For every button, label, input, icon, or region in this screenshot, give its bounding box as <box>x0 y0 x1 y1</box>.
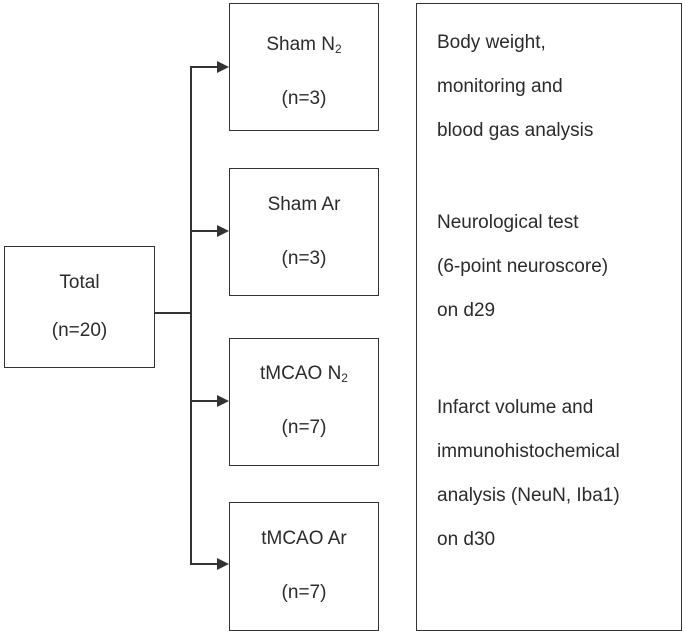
info-line: on d29 <box>437 300 496 321</box>
info-line: Body weight, <box>437 32 546 53</box>
arrow-shaft-sham-n2 <box>190 66 218 68</box>
total-box: Total (n=20) <box>4 246 155 368</box>
total-count: (n=20) <box>51 320 108 341</box>
arrow-shaft-tmcao-n2 <box>190 400 218 402</box>
arrow-head-tmcao-n2 <box>217 395 229 407</box>
group-name: Sham N2 <box>266 34 342 56</box>
group-count: (n=7) <box>281 582 327 603</box>
arrow-head-sham-ar <box>217 225 229 237</box>
info-line: Infarct volume and <box>437 397 594 418</box>
group-box-sham-ar: Sham Ar (n=3) <box>229 168 379 296</box>
arrow-shaft-sham-ar <box>190 230 218 232</box>
group-name: Sham Ar <box>267 194 341 215</box>
connector-vertical-spine <box>190 66 192 564</box>
info-line: monitoring and <box>437 76 563 97</box>
arrow-shaft-tmcao-ar <box>190 563 218 565</box>
outcome-measures-box: Body weight, monitoring and blood gas an… <box>416 3 682 631</box>
total-title: Total <box>59 272 100 293</box>
info-line: analysis (NeuN, Iba1) <box>437 485 620 506</box>
info-line: on d30 <box>437 529 496 550</box>
connector-horizontal-trunk <box>155 312 191 314</box>
info-line: (6-point neuroscore) <box>437 256 609 277</box>
arrow-head-tmcao-ar <box>217 558 229 570</box>
group-box-sham-n2: Sham N2 (n=3) <box>229 3 379 131</box>
group-name: tMCAO N2 <box>260 363 348 385</box>
group-box-tmcao-ar: tMCAO Ar (n=7) <box>229 502 379 631</box>
info-line: Neurological test <box>437 212 579 233</box>
group-name: tMCAO Ar <box>261 528 347 549</box>
group-box-tmcao-n2: tMCAO N2 (n=7) <box>229 338 379 466</box>
group-count: (n=3) <box>281 248 327 269</box>
info-line: immunohistochemical <box>437 441 620 462</box>
group-count: (n=7) <box>281 417 327 438</box>
arrow-head-sham-n2 <box>217 61 229 73</box>
info-line: blood gas analysis <box>437 120 594 141</box>
group-count: (n=3) <box>281 88 327 109</box>
